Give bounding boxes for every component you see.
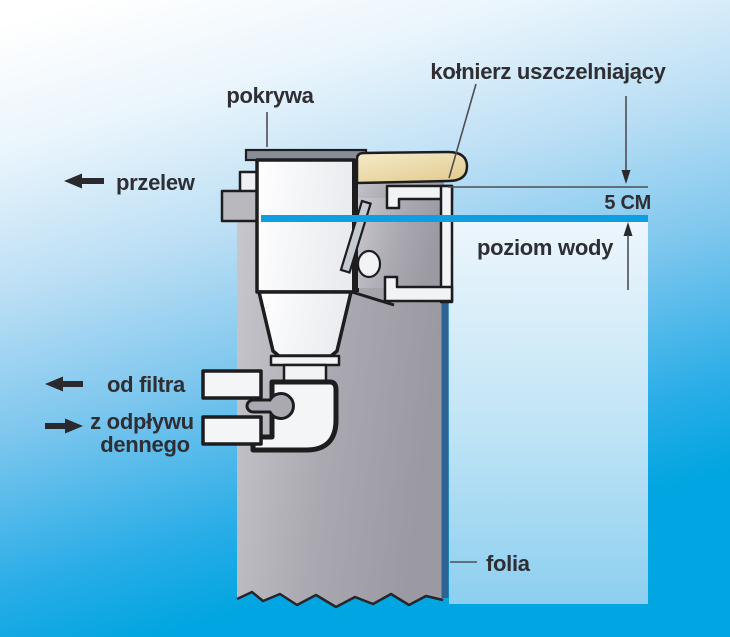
skimmer-funnel <box>257 290 353 358</box>
label-kolnierz-uszczelniajacy: kołnierz uszczelniający <box>430 59 666 84</box>
overflow-pipe-stub <box>220 189 261 223</box>
z-odplywu-arrow-right-icon <box>45 418 83 434</box>
funnel-ring <box>269 354 341 367</box>
filter-pipe <box>201 369 263 400</box>
przelew-arrow-left-icon <box>64 173 104 189</box>
water-area <box>449 218 648 604</box>
dimension-arrow-up-icon <box>623 222 633 236</box>
bottom-drain-pipe <box>201 415 263 446</box>
dimension-arrow-down-icon <box>621 170 631 184</box>
label-z-odplywu-line2: dennego <box>100 432 190 457</box>
weir-hinge <box>356 249 382 279</box>
pipe-keyhole-fitting <box>245 392 295 420</box>
label-od-filtra: od filtra <box>107 372 186 397</box>
mouth-lower-flange <box>383 275 454 303</box>
label-folia: folia <box>486 551 531 576</box>
liner-line <box>441 300 449 598</box>
label-z-odplywu-line1: z odpływu <box>90 409 194 434</box>
wall-notch-line <box>351 290 395 307</box>
label-5cm: 5 CM <box>604 192 651 214</box>
skimmer-body <box>255 158 356 294</box>
kolnierz-leader-line <box>448 83 477 179</box>
sealing-collar <box>355 150 469 185</box>
mouth-right-wall <box>439 184 454 304</box>
wall-broken-edge <box>236 590 444 609</box>
label-poziom-wody: poziom wody <box>477 235 614 260</box>
od-filtra-arrow-left-icon <box>45 376 83 392</box>
label-pokrywa: pokrywa <box>226 83 314 108</box>
label-przelew: przelew <box>116 170 196 195</box>
water-surface-line <box>261 215 648 222</box>
